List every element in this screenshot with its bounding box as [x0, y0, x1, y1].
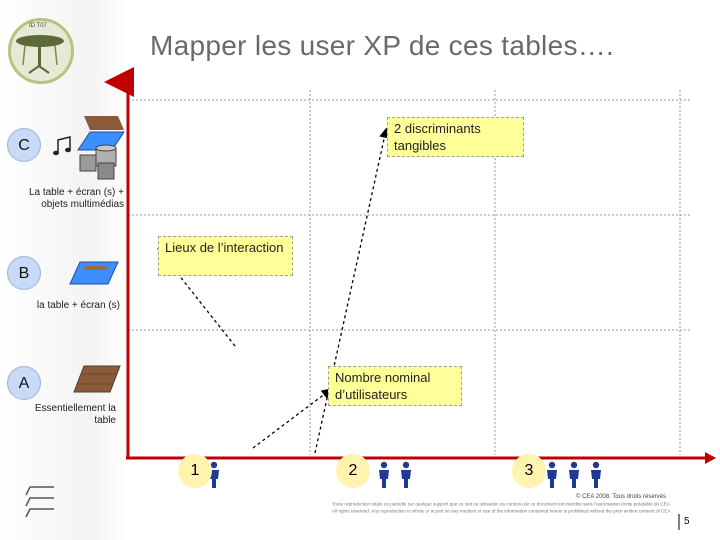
row-c-caption: La table + écran (s) + objets multimédia… — [28, 187, 124, 210]
legal-line-2: All rights reserved. Any reproduction in… — [332, 509, 671, 515]
row-c-letter: C — [7, 128, 41, 162]
row-a-caption: Essentiellement la table — [34, 403, 116, 426]
arrow-to-discriminants — [314, 127, 390, 454]
user-icon — [591, 461, 601, 488]
x-axis-arrowhead — [705, 452, 716, 464]
arrow-to-nombre — [252, 388, 333, 449]
user-icon — [379, 461, 389, 488]
screen-icon-b — [69, 261, 119, 285]
user-icons — [209, 461, 601, 488]
x-level-2: 2 — [336, 454, 370, 488]
user-icon — [401, 461, 411, 488]
cea-logo-mark — [25, 486, 54, 518]
objects-icon — [79, 144, 117, 180]
table-top-icon — [73, 365, 121, 393]
page-title: Mapper les user XP de ces tables…. — [150, 30, 615, 61]
copyright: © CEA 2008. Tous droits réservés — [576, 494, 667, 500]
row-b-letter: B — [7, 256, 41, 290]
discriminants-box: 2 discriminants tangibles — [387, 117, 524, 157]
logo-text: ID T07 — [29, 23, 47, 29]
user-icon — [547, 461, 557, 488]
row-b-caption: la table + écran (s) — [36, 300, 120, 311]
user-icon — [569, 461, 579, 488]
row-a-letter: A — [7, 366, 41, 400]
legal-line-1: Toute reproduction totale ou partielle s… — [332, 502, 670, 508]
music-note-icon — [53, 136, 71, 156]
x-level-1: 1 — [178, 454, 212, 488]
nombre-box: Nombre nominal d’utilisateurs — [328, 366, 462, 406]
x-level-3: 3 — [512, 454, 546, 488]
page-number: 5 — [684, 516, 690, 527]
table-logo: ID T07 — [8, 18, 74, 84]
lieux-box: Lieux de l’interaction — [158, 236, 293, 276]
